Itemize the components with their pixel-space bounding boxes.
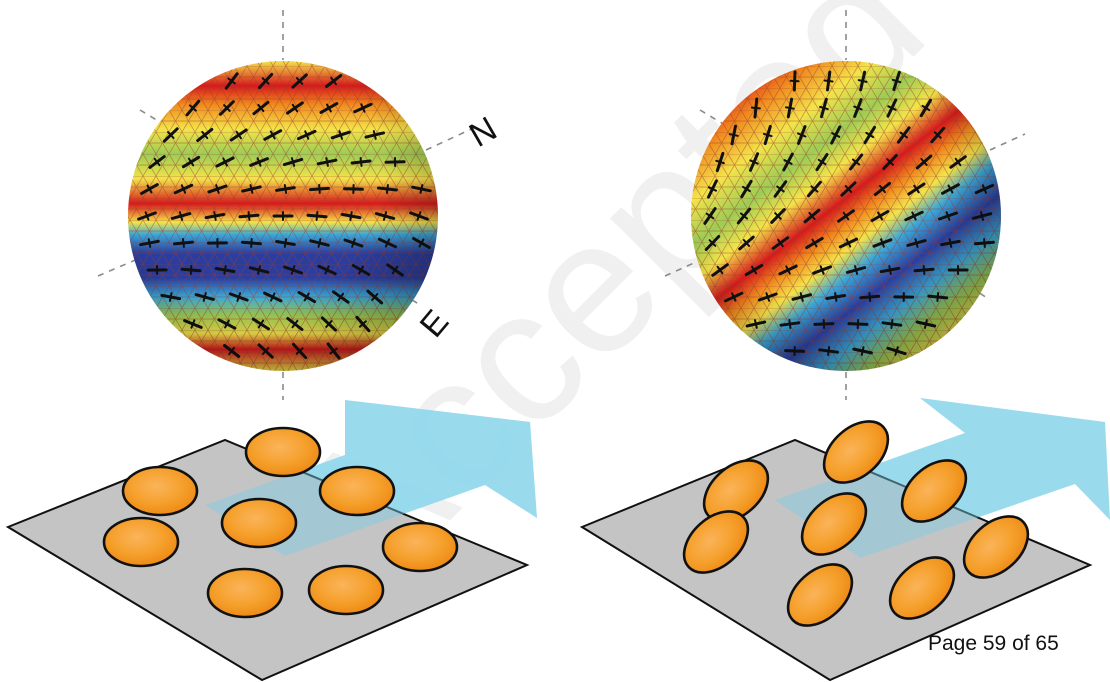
- cell: [702, 459, 770, 523]
- cell: [220, 497, 298, 549]
- axes-left: [97, 10, 479, 400]
- cell: [786, 563, 854, 627]
- cell: [800, 492, 868, 556]
- cell: [307, 564, 385, 616]
- panel-left: N E: [5, 10, 537, 682]
- compass-north-label: N: [463, 110, 503, 155]
- sphere-left: [128, 61, 438, 371]
- cell: [244, 426, 322, 478]
- cells-left: [102, 426, 459, 619]
- cell: [121, 465, 199, 517]
- cell: [381, 521, 459, 573]
- cells-right: [682, 420, 1030, 627]
- page-number: Page 59 of 65: [928, 632, 1059, 655]
- cell: [206, 567, 284, 619]
- sphere-right: [691, 61, 1001, 371]
- cell: [822, 420, 890, 484]
- cell: [682, 510, 750, 574]
- panel-right: [579, 10, 1110, 682]
- cell: [900, 459, 968, 523]
- cell: [318, 465, 396, 517]
- cell: [962, 515, 1030, 579]
- cell: [888, 556, 956, 620]
- cell: [102, 516, 180, 568]
